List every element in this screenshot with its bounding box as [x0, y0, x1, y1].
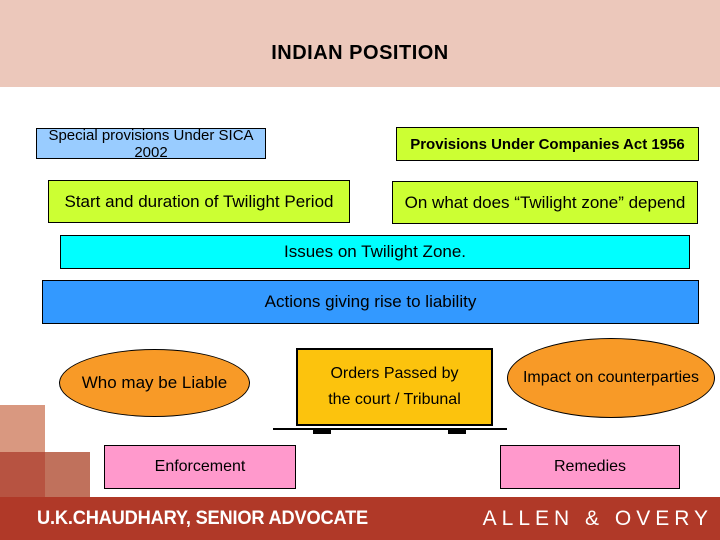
box-enforcement: Enforcement — [104, 445, 296, 489]
ellipse-who-may-be-liable: Who may be Liable — [59, 349, 250, 417]
decor-square-light — [0, 405, 45, 452]
box-twilight-start: Start and duration of Twilight Period — [48, 180, 350, 223]
ellipse-impact-counterparties: Impact on counterparties — [507, 338, 715, 418]
box-issues-twilight-zone: Issues on Twilight Zone. — [60, 235, 690, 269]
allen-overy-logo: ALLEN & OVERY — [482, 506, 713, 530]
box-sica-provisions: Special provisions Under SICA 2002 — [36, 127, 266, 161]
slide-title: INDIAN POSITION — [271, 42, 449, 64]
box-actions-liability: Actions giving rise to liability — [42, 280, 699, 324]
connector-tick-left — [313, 430, 331, 434]
connector-tick-right — [448, 430, 466, 434]
decor-square-mid — [45, 452, 90, 498]
box-companies-act: Provisions Under Companies Act 1956 — [396, 127, 699, 161]
connector-line — [273, 428, 507, 430]
footer-author: U.K.CHAUDHARY, SENIOR ADVOCATE — [37, 507, 369, 529]
box-orders-passed: Orders Passed by the court / Tribunal — [296, 348, 493, 426]
orders-line-2: the court / Tribunal — [328, 391, 461, 408]
box-remedies: Remedies — [500, 445, 680, 489]
footer-band: U.K.CHAUDHARY, SENIOR ADVOCATE ALLEN & O… — [0, 497, 720, 540]
orders-line-1: Orders Passed by — [330, 365, 459, 382]
box-twilight-depend: On what does “Twilight zone” depend — [392, 181, 698, 224]
title-band — [0, 0, 720, 87]
decor-square-dark — [0, 452, 45, 497]
